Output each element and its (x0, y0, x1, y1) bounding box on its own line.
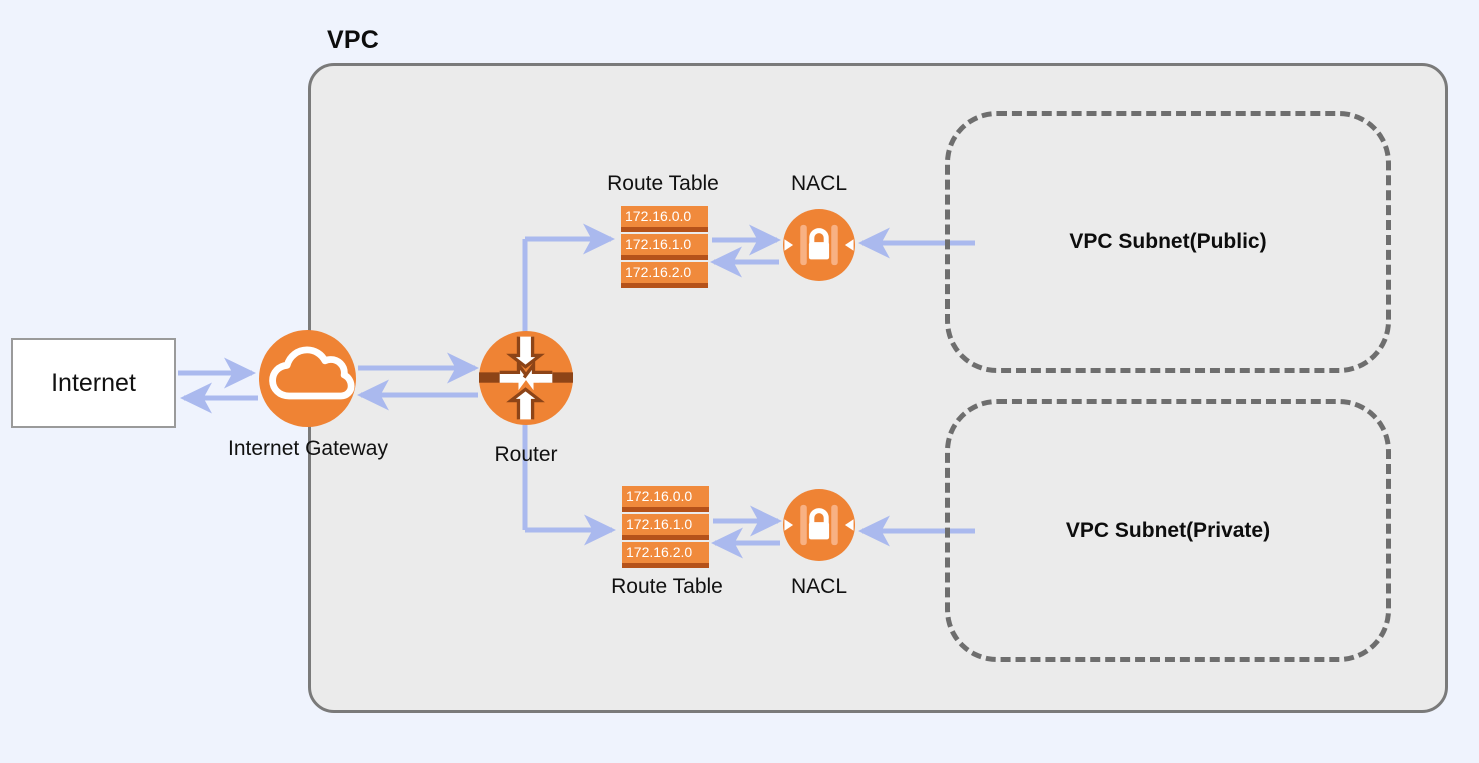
nacl-node-private[interactable] (783, 489, 855, 561)
nacl-node-public[interactable] (783, 209, 855, 281)
route-table-row[interactable]: 172.16.0.0 (621, 206, 708, 232)
internet-label: Internet (51, 368, 136, 397)
router-node[interactable] (479, 331, 573, 425)
route-table-private[interactable]: 172.16.0.0 172.16.1.0 172.16.2.0 (622, 486, 709, 570)
route-table-row[interactable]: 172.16.1.0 (621, 234, 708, 260)
route-table-row[interactable]: 172.16.1.0 (622, 514, 709, 540)
nacl-label-public: NACL (790, 172, 848, 195)
nacl-label-private: NACL (790, 575, 848, 598)
route-table-public[interactable]: 172.16.0.0 172.16.1.0 172.16.2.0 (621, 206, 708, 290)
subnet-private-label: VPC Subnet(Private) (1065, 518, 1271, 542)
subnet-public-label: VPC Subnet(Public) (1069, 230, 1267, 253)
route-table-row[interactable]: 172.16.2.0 (622, 542, 709, 568)
router-arrows-icon (479, 336, 573, 420)
route-table-label-public: Route Table (607, 172, 719, 195)
route-table-row[interactable]: 172.16.0.0 (622, 486, 709, 512)
lock-icon (784, 504, 854, 546)
cloud-icon (269, 346, 355, 400)
internet-node[interactable]: Internet (11, 338, 176, 428)
internet-gateway-label: Internet Gateway (228, 437, 388, 460)
route-table-label-private: Route Table (611, 575, 723, 598)
internet-gateway-node[interactable] (259, 330, 356, 427)
vpc-title: VPC (327, 26, 380, 54)
router-label: Router (494, 443, 558, 466)
subnet-private[interactable]: VPC Subnet(Private) (945, 399, 1391, 662)
subnet-public[interactable]: VPC Subnet(Public) (945, 111, 1391, 373)
route-table-row[interactable]: 172.16.2.0 (621, 262, 708, 288)
lock-icon (784, 224, 854, 266)
